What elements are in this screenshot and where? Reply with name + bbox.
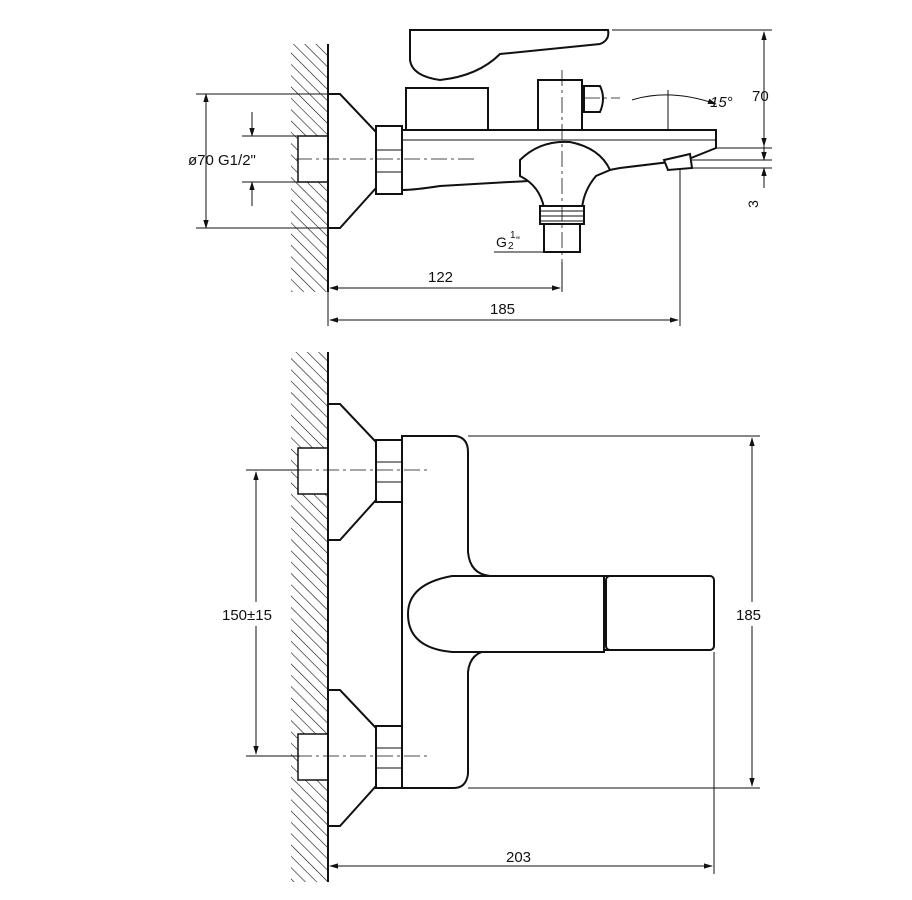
outlet-thread-label: G 1 2 " (494, 230, 544, 253)
thread-suffix: " (516, 235, 520, 247)
wall-section-bottom (291, 352, 329, 882)
thread-num: 1 (510, 230, 516, 241)
side-view: ø70 G1/2" 122 185 70 3 G 1 2 " 15° (188, 29, 772, 326)
hex-nut-lower (375, 725, 403, 789)
thread-den: 2 (508, 241, 514, 252)
mount-dim-label: ø70 G1/2" (188, 152, 256, 169)
wall-section-top (291, 44, 329, 292)
height-label: 70 (752, 88, 769, 105)
spout-dist-label: 122 (428, 269, 453, 286)
top-view: 150±15 185 203 (216, 352, 774, 882)
depth-label: 185 (736, 607, 761, 624)
total-width-label: 203 (506, 849, 531, 866)
total-len-label: 185 (490, 301, 515, 318)
escutcheon-upper (327, 403, 377, 541)
spout-gap-label: 3 (745, 200, 761, 208)
hex-nut-top (375, 125, 403, 195)
hex-nut-upper (375, 439, 403, 503)
spout-end-top (605, 575, 715, 651)
escutcheon-lower (327, 689, 377, 827)
diverter-outlet (519, 140, 612, 209)
lever-handle-top (406, 575, 605, 653)
thread-prefix: G (496, 234, 507, 250)
lever-handle-side (405, 29, 610, 131)
angle-label: 15° (710, 94, 733, 111)
escutcheon-top (327, 93, 377, 229)
centers-label: 150±15 (222, 607, 272, 624)
